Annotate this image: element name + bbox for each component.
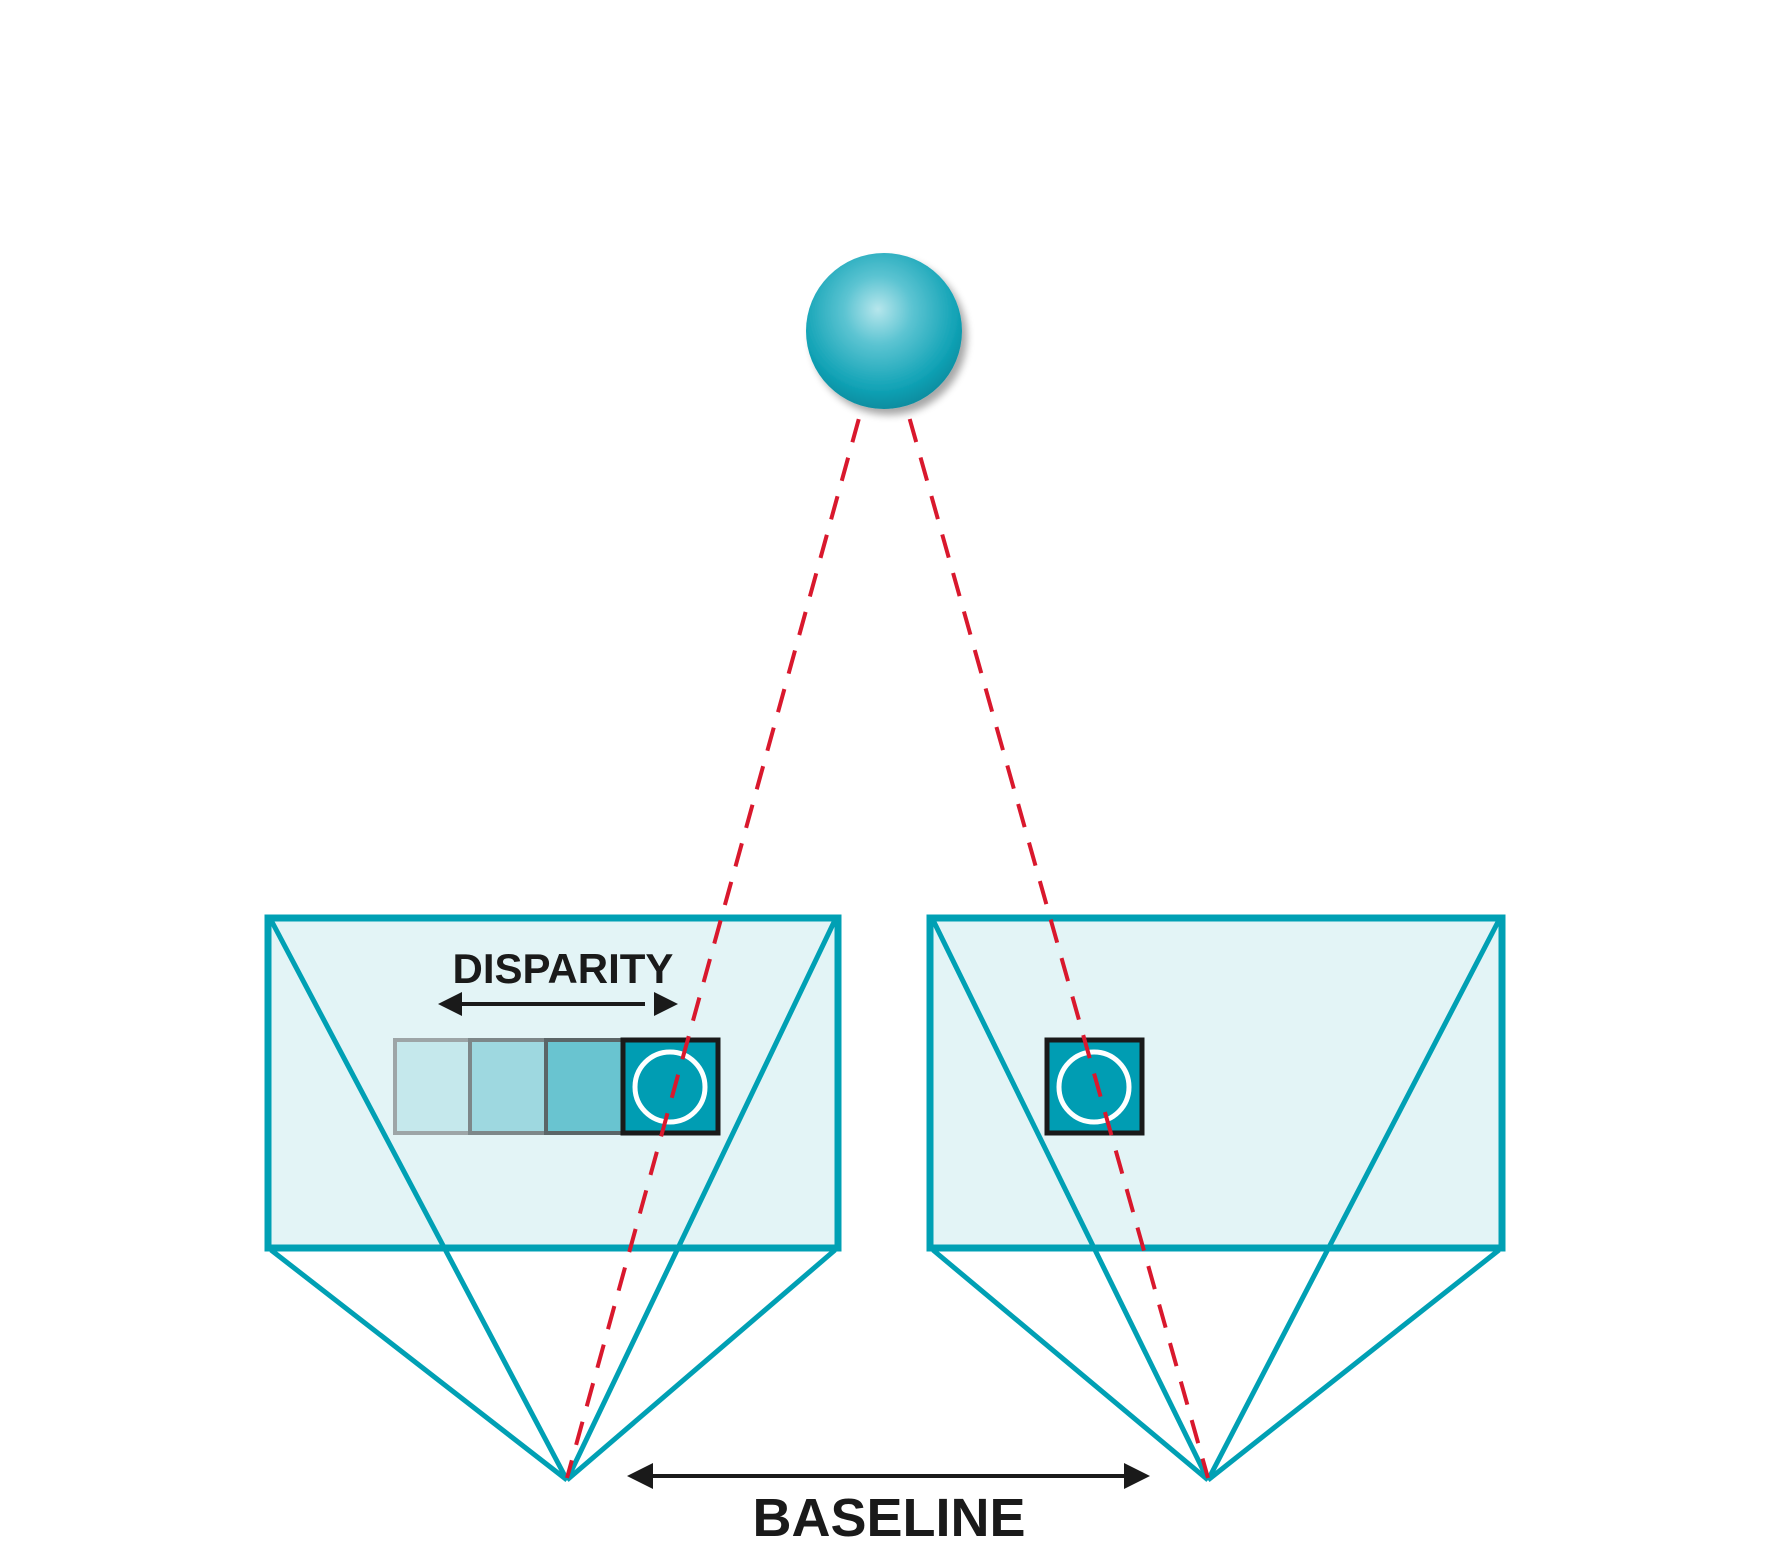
circle-icon — [632, 1049, 708, 1125]
right-match-block-group — [1044, 1037, 1145, 1136]
left-camera-frustum — [268, 918, 838, 1482]
projection-rays — [565, 341, 1210, 1479]
disparity-search-strip — [393, 1037, 721, 1136]
baseline-label: BASELINE — [752, 1488, 1025, 1548]
search-step-3 — [544, 1038, 625, 1135]
right-camera — [926, 914, 1506, 1482]
disparity-label: DISPARITY — [453, 945, 674, 992]
double-arrow-icon — [438, 992, 678, 1016]
right-projection-ray — [886, 341, 1210, 1479]
circle-icon — [1056, 1049, 1132, 1125]
double-arrow-icon — [627, 1463, 1150, 1489]
right-image-plane — [926, 914, 1506, 1252]
sphere-icon — [806, 253, 962, 409]
search-step-1 — [393, 1038, 472, 1135]
right-camera-frustum — [930, 918, 1502, 1482]
left-projection-ray — [565, 341, 882, 1479]
search-step-2 — [468, 1038, 548, 1135]
